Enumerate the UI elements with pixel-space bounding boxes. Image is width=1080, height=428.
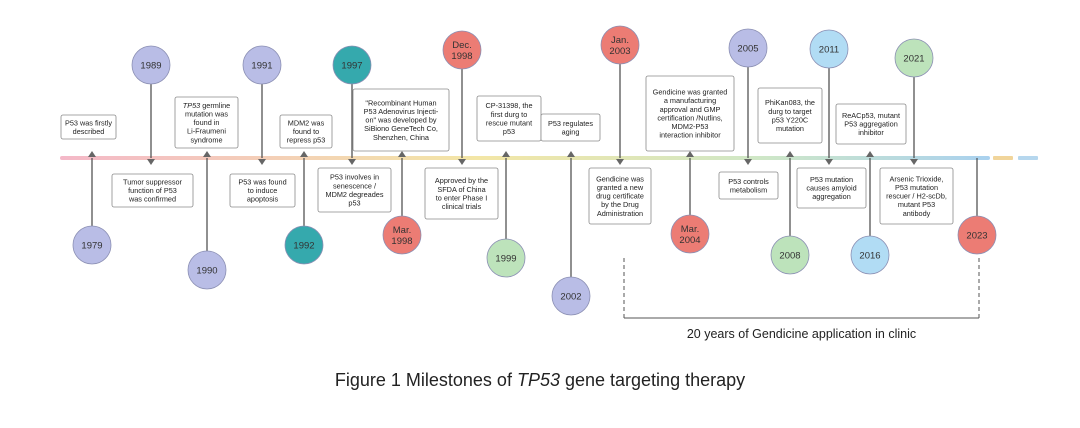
milestone-marker <box>398 151 406 157</box>
milestone-year-circle <box>284 225 324 265</box>
milestone-year-label: 1979 <box>81 241 102 252</box>
milestone-marker <box>866 151 874 157</box>
milestone-year-label: 2021 <box>903 54 924 65</box>
milestone-marker <box>300 151 308 157</box>
milestone-year-label: 1999 <box>495 254 516 265</box>
milestone-year-circle <box>332 45 372 85</box>
caption-prefix: Figure 1 Milestones of <box>334 370 517 390</box>
milestone-marker <box>567 151 575 157</box>
milestone-year-label: 2008 <box>779 251 800 262</box>
milestone-year-circle <box>670 214 710 254</box>
milestone-year-circle <box>728 28 768 68</box>
milestone-year-label: Jan.2003 <box>609 35 630 57</box>
milestone-text-box <box>835 103 907 145</box>
milestone-year-circle <box>486 238 526 278</box>
milestone-year-circle <box>957 215 997 255</box>
milestone-marker <box>348 159 356 165</box>
milestone-year-circle <box>894 38 934 78</box>
milestone-marker <box>458 159 466 165</box>
milestone-year-circle <box>809 29 849 69</box>
milestone-year-circle <box>242 45 282 85</box>
milestone-marker <box>744 159 752 165</box>
milestone-marker <box>910 159 918 165</box>
milestone-year-circle <box>551 276 591 316</box>
milestone-text-box <box>60 114 117 140</box>
milestone-text-box <box>174 96 239 149</box>
milestone-year-label: 2002 <box>560 292 581 303</box>
milestone-year-circle <box>442 30 482 70</box>
milestone-year-label: 1990 <box>196 266 217 277</box>
milestone-text-box <box>879 167 954 225</box>
milestone-text-box <box>645 75 735 152</box>
milestone-text-box <box>796 167 867 209</box>
milestone-marker <box>825 159 833 165</box>
figure-caption: Figure 1 Milestones of TP53 gene targeti… <box>0 370 1080 391</box>
bracket-label: 20 years of Gendicine application in cli… <box>687 327 916 341</box>
milestone-year-label: 1992 <box>293 241 314 252</box>
milestone-year-circle <box>600 25 640 65</box>
milestone-text-box <box>111 173 194 208</box>
caption-italic: TP53 <box>516 370 560 390</box>
milestone-text-box <box>317 167 392 213</box>
milestone-year-label: 2005 <box>737 44 758 55</box>
milestone-marker <box>203 151 211 157</box>
timeline-axis <box>60 156 990 160</box>
milestone-year-circle <box>131 45 171 85</box>
milestone-text-box <box>540 113 601 142</box>
milestone-year-label: 1989 <box>140 61 161 72</box>
milestone-year-circle <box>770 235 810 275</box>
milestone-year-label: 2016 <box>859 251 880 262</box>
milestone-text-box <box>352 88 450 152</box>
milestone-year-label: Mar.1998 <box>391 225 412 247</box>
milestone-marker <box>258 159 266 165</box>
milestone-year-circle <box>382 215 422 255</box>
milestone-text-box <box>588 167 652 225</box>
milestone-marker <box>616 159 624 165</box>
milestone-year-circle <box>72 225 112 265</box>
caption-suffix: gene targeting therapy <box>559 370 746 390</box>
milestone-year-label: 2011 <box>819 45 839 56</box>
milestone-marker <box>147 159 155 165</box>
milestone-year-label: 1991 <box>251 61 272 72</box>
milestone-text-box <box>718 171 779 200</box>
timeline-axis-continuation <box>993 156 1013 160</box>
milestone-year-label: Dec.1998 <box>451 40 472 62</box>
milestone-text-box <box>424 167 499 220</box>
milestone-text-box <box>229 173 296 208</box>
milestone-marker <box>686 151 694 157</box>
milestone-text-box <box>279 114 333 149</box>
milestone-marker <box>502 151 510 157</box>
milestone-year-circle <box>850 235 890 275</box>
milestone-marker <box>786 151 794 157</box>
milestone-text-box <box>757 87 823 144</box>
milestone-year-label: Mar.2004 <box>679 224 700 246</box>
milestone-year-circle <box>187 250 227 290</box>
milestone-year-label: 1997 <box>341 61 362 72</box>
milestone-marker <box>88 151 96 157</box>
milestone-year-label: 2023 <box>966 231 987 242</box>
timeline-axis-continuation <box>1018 156 1038 160</box>
